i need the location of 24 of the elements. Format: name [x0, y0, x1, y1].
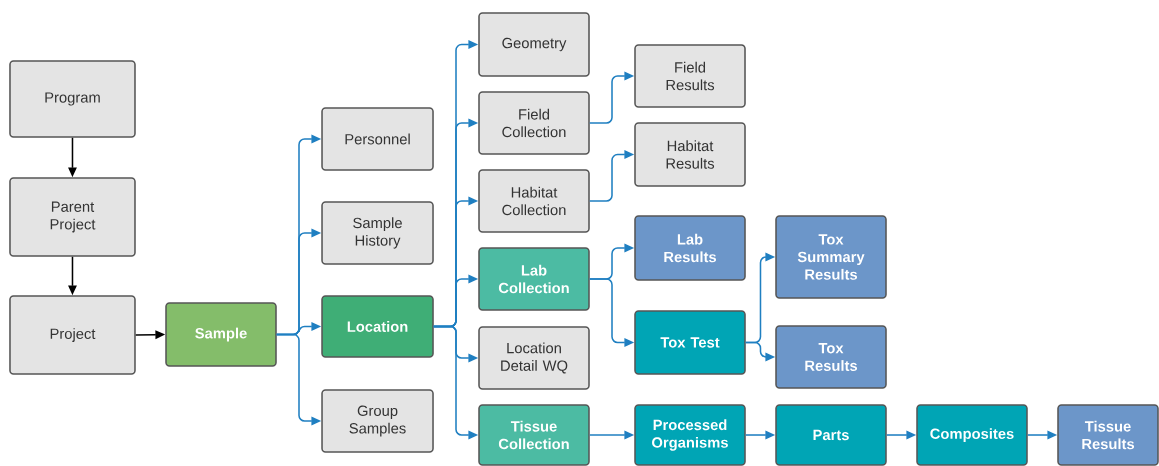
process-box: Parts: [775, 404, 887, 466]
process-box: Personnel: [321, 107, 434, 171]
process-box: Habitat Collection: [478, 169, 590, 233]
process-box: Composites: [916, 404, 1028, 466]
process-box: Parent Project: [9, 177, 136, 257]
process-box: Field Results: [634, 44, 746, 108]
process-box: Program: [9, 60, 136, 138]
process-box: Project: [9, 295, 136, 375]
process-box: Tox Results: [775, 325, 887, 389]
process-box: Group Samples: [321, 389, 434, 453]
process-box: Tissue Collection: [478, 404, 590, 466]
process-box: Lab Collection: [478, 247, 590, 311]
process-box: Tissue Results: [1057, 404, 1159, 466]
process-box: Geometry: [478, 12, 590, 77]
process-box: Lab Results: [634, 215, 746, 281]
process-box: Sample History: [321, 201, 434, 265]
process-box: Location Detail WQ: [478, 326, 590, 390]
process-box: Tox Test: [634, 310, 746, 375]
process-box: Location: [321, 295, 434, 358]
process-box: Sample: [165, 302, 277, 367]
process-box: Processed Organisms: [634, 404, 746, 466]
process-box: Tox Summary Results: [775, 215, 887, 299]
process-box: Field Collection: [478, 91, 590, 155]
process-box: Habitat Results: [634, 122, 746, 187]
